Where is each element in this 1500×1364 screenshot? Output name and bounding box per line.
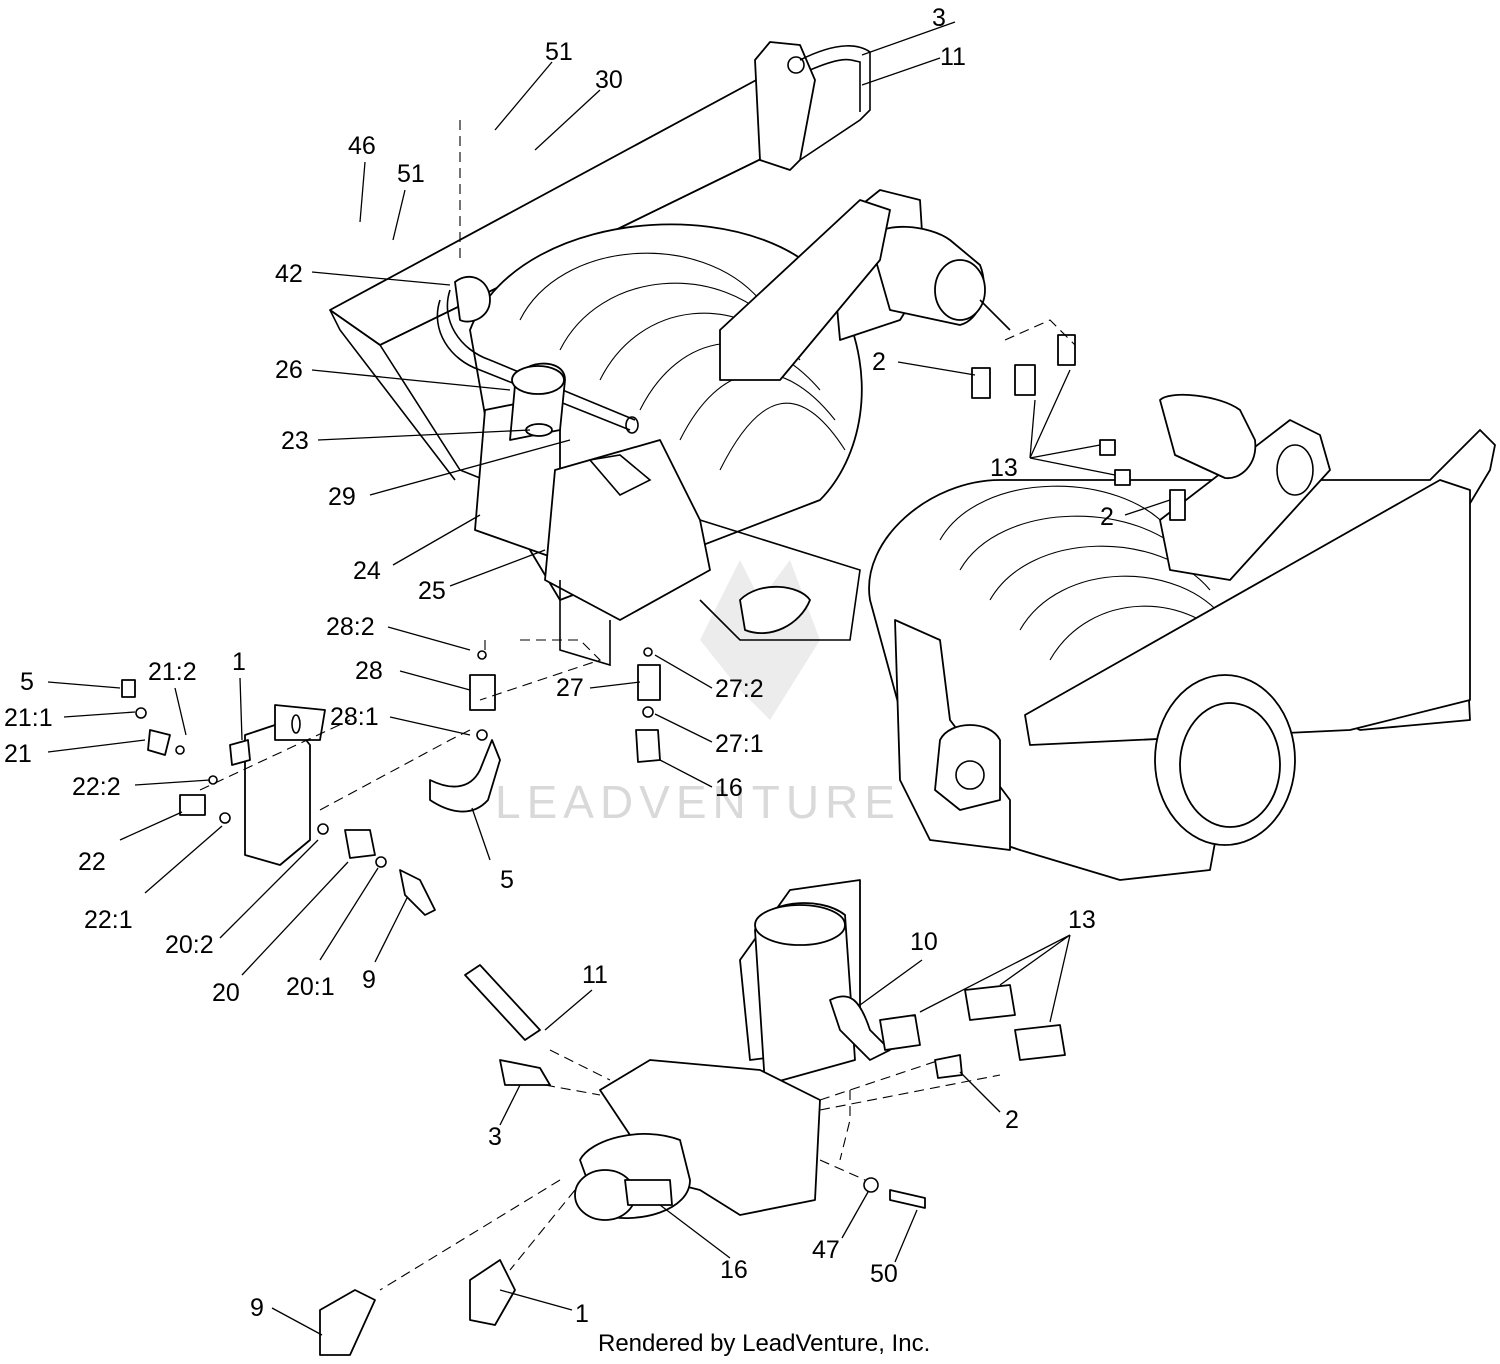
callout-20: 20 <box>212 979 240 1007</box>
callout-50: 50 <box>870 1260 898 1288</box>
callout-22: 22 <box>78 848 106 876</box>
leader-lines <box>47 21 1171 1336</box>
callout-3: 3 <box>932 4 946 32</box>
callout-16: 16 <box>720 1256 748 1284</box>
callout-13: 13 <box>990 454 1018 482</box>
center-fittings <box>429 120 661 813</box>
callout-28: 28 <box>355 657 383 685</box>
callout-28-2: 28:2 <box>326 613 375 641</box>
callout-3: 3 <box>488 1123 502 1151</box>
callout-22-1: 22:1 <box>84 906 133 934</box>
roller-frame-assembly <box>329 41 1076 667</box>
watermark-text: LEADVENTURE <box>495 776 901 828</box>
callout-2: 2 <box>872 348 886 376</box>
callout-2: 2 <box>1100 503 1114 531</box>
callout-5: 5 <box>500 866 514 894</box>
lower-valve-assembly <box>319 879 1066 1356</box>
left-pump-assembly <box>121 679 471 916</box>
callout-29: 29 <box>328 483 356 511</box>
callout-labels: 3 11 51 30 46 51 42 26 23 29 24 25 2 13 … <box>4 4 1114 1328</box>
callout-26: 26 <box>275 356 303 384</box>
callout-24: 24 <box>353 557 381 585</box>
callout-30: 30 <box>595 66 623 94</box>
callout-27: 27 <box>556 674 584 702</box>
callout-5: 5 <box>20 668 34 696</box>
callout-2: 2 <box>1005 1106 1019 1134</box>
callout-16: 16 <box>715 774 743 802</box>
callout-51: 51 <box>545 38 573 66</box>
callout-27-2: 27:2 <box>715 675 764 703</box>
callout-11: 11 <box>940 43 966 71</box>
callout-1: 1 <box>232 648 246 676</box>
callout-23: 23 <box>281 427 309 455</box>
callout-21: 21 <box>4 740 32 768</box>
footer-credit: Rendered by LeadVenture, Inc. <box>598 1330 930 1357</box>
callout-20-1: 20:1 <box>286 973 335 1001</box>
callout-9: 9 <box>250 1294 264 1322</box>
callout-9: 9 <box>362 966 376 994</box>
callout-21-2: 21:2 <box>148 658 197 686</box>
callout-13: 13 <box>1068 906 1096 934</box>
callout-25: 25 <box>418 577 446 605</box>
callout-22-2: 22:2 <box>72 773 121 801</box>
callout-51: 51 <box>397 160 425 188</box>
callout-20-2: 20:2 <box>165 931 214 959</box>
callout-21-1: 21:1 <box>4 704 53 732</box>
callout-46: 46 <box>348 132 376 160</box>
callout-42: 42 <box>275 260 303 288</box>
callout-28-1: 28:1 <box>330 703 379 731</box>
callout-10: 10 <box>910 928 938 956</box>
rear-roller-assembly <box>868 393 1496 881</box>
callout-27-1: 27:1 <box>715 730 764 758</box>
callout-47: 47 <box>812 1236 840 1264</box>
callout-11: 11 <box>582 961 608 989</box>
callout-1: 1 <box>575 1300 589 1328</box>
